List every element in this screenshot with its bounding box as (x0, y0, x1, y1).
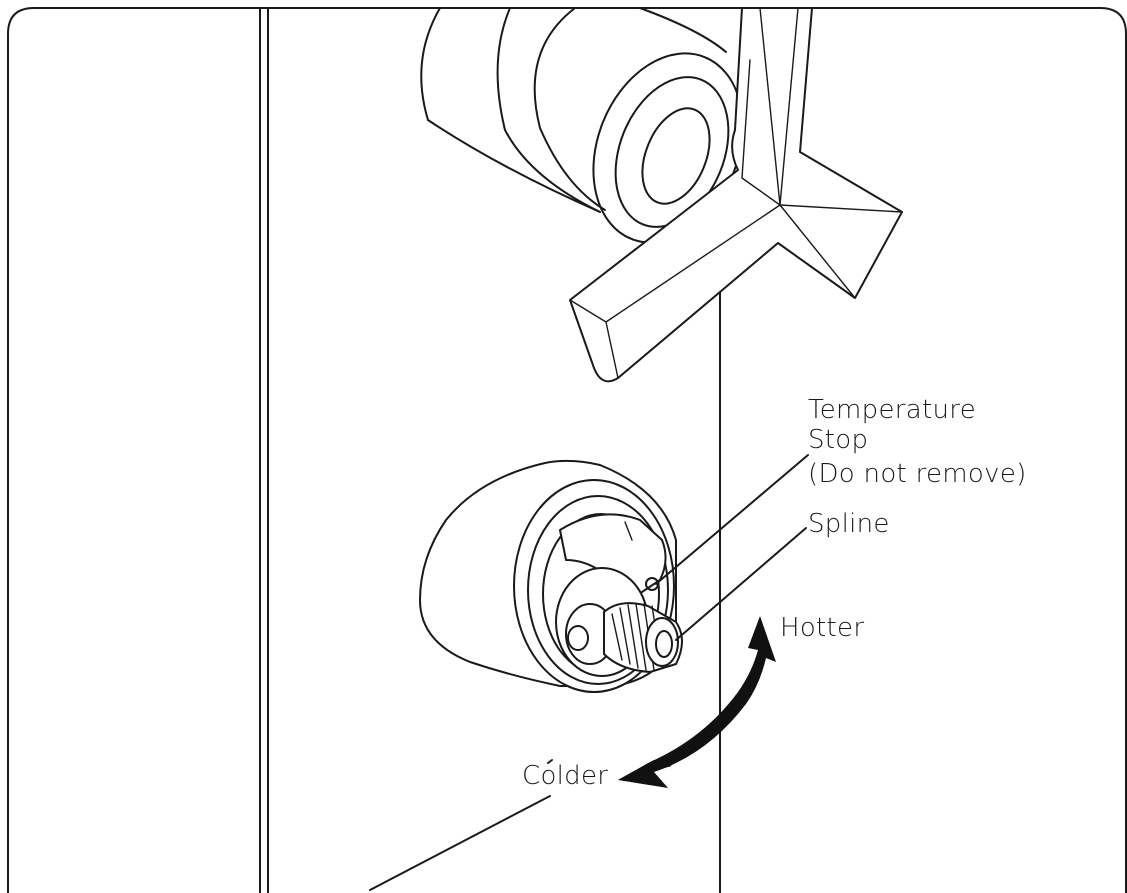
handle-body (420, 7, 744, 244)
label-hotter: Hotter (780, 613, 864, 643)
valve-cartridge (419, 459, 683, 693)
label-temperature: Temperature (808, 395, 976, 425)
lever-handle (569, 7, 903, 383)
spline-leader (675, 527, 807, 641)
colder-leader (547, 759, 553, 764)
diagram-frame (7, 7, 1127, 893)
perspective-line (369, 795, 551, 891)
label-stop: Stop (808, 425, 868, 455)
rotation-arrow (618, 616, 776, 788)
temperature-stop-leader (655, 454, 809, 585)
label-spline: Spline (808, 509, 890, 539)
label-colder: Colder (522, 761, 608, 791)
label-do-not-remove: (Do not remove) (808, 459, 1027, 489)
